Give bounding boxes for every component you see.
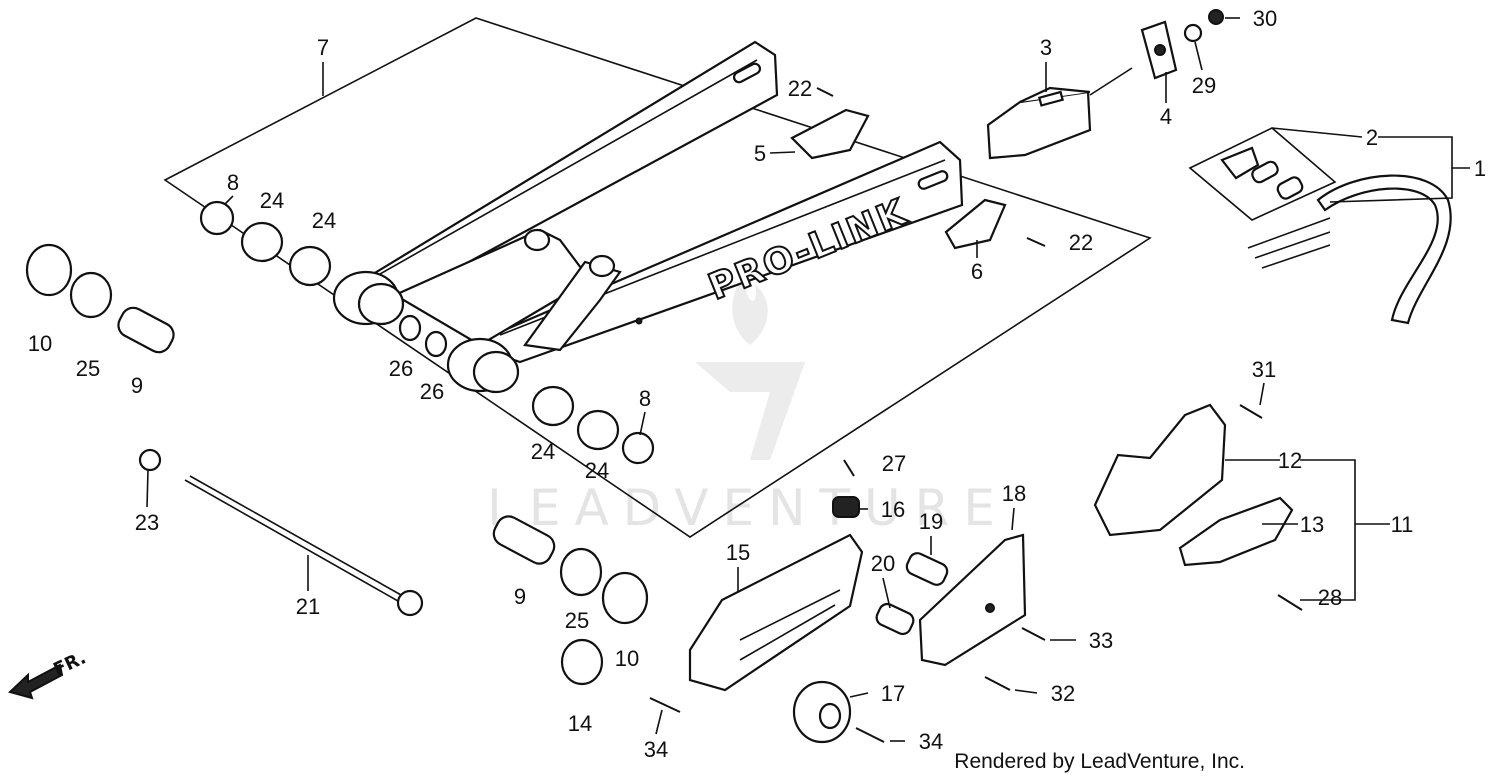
callout-c11: 11	[1391, 512, 1414, 537]
bearing-25a	[69, 271, 113, 319]
callout-c24b: 24	[312, 208, 336, 233]
collar-20	[875, 602, 915, 636]
callout-c5: 5	[754, 141, 766, 166]
pivot-nut	[138, 448, 162, 472]
callout-c6: 6	[971, 259, 983, 284]
callout-c7: 7	[317, 35, 329, 60]
callout-c25b: 25	[565, 608, 589, 633]
callout-c20: 20	[871, 551, 895, 576]
pivot-collar-9a	[117, 306, 175, 354]
guide-plate	[918, 533, 1027, 667]
callout-c25a: 25	[76, 356, 100, 381]
dust-seal-10b	[601, 571, 649, 625]
callout-c30: 30	[1253, 6, 1277, 31]
bearing-25b	[559, 547, 603, 597]
callout-c33: 33	[1089, 628, 1113, 653]
washer-26a	[398, 314, 422, 342]
bolt-33	[1021, 627, 1046, 641]
callout-c2: 2	[1366, 125, 1378, 150]
callout-c18: 18	[1002, 481, 1026, 506]
drive-chain	[1188, 127, 1452, 325]
dust-seal-10a	[25, 243, 73, 297]
bolt-34b	[855, 727, 885, 743]
bolt-31	[1239, 404, 1263, 419]
roller-14	[560, 638, 604, 686]
callout-c8a: 8	[227, 170, 239, 195]
front-direction-arrow	[8, 663, 64, 700]
guide-slider	[1178, 496, 1294, 567]
pivot-bolt	[184, 475, 411, 606]
callout-c24d: 24	[585, 458, 609, 483]
watermark-logo	[695, 272, 805, 460]
callout-c8b: 8	[639, 386, 651, 411]
callout-c23: 23	[135, 510, 159, 535]
leader-lines	[146, 17, 1470, 742]
callout-c10a: 10	[28, 331, 52, 356]
callout-c14: 14	[568, 711, 592, 736]
callout-c26b: 26	[420, 379, 444, 404]
callout-c13: 13	[1300, 512, 1324, 537]
callout-c22b: 22	[1069, 230, 1093, 255]
bushing-24d	[576, 409, 620, 451]
callout-c32: 32	[1051, 681, 1075, 706]
callout-c28: 28	[1318, 585, 1342, 610]
callout-c31: 31	[1252, 357, 1276, 382]
swingarm	[332, 40, 964, 394]
adjuster-nut	[1183, 23, 1203, 43]
bushing-24c	[531, 385, 575, 427]
callout-c27: 27	[882, 451, 906, 476]
callout-c9b: 9	[514, 584, 526, 609]
bushing-24b	[288, 245, 332, 287]
slider-rubber	[832, 496, 860, 518]
callout-c24a: 24	[260, 188, 284, 213]
bushing-24a	[240, 221, 284, 263]
callout-numbers: 1234567889910101112131415161718192021222…	[28, 6, 1486, 762]
callout-c4: 4	[1160, 104, 1172, 129]
front-label: FR.	[50, 647, 89, 680]
chain-adjuster	[986, 67, 1133, 160]
pivot-collar-9b	[492, 515, 556, 565]
bolt-32	[984, 676, 1011, 691]
screw-22a	[816, 87, 834, 97]
credit-text: Rendered by LeadVenture, Inc.	[954, 750, 1245, 773]
callout-c16: 16	[881, 497, 905, 522]
callout-c34a: 34	[644, 737, 668, 762]
callout-c3: 3	[1040, 35, 1052, 60]
screw-28	[1277, 594, 1303, 611]
screw-22b	[1026, 237, 1046, 247]
callout-c21: 21	[296, 594, 320, 619]
watermark-text: LEADVENTURE	[487, 479, 1009, 537]
callout-c34b: 34	[919, 729, 943, 754]
collar-19	[905, 552, 949, 586]
callout-c22a: 22	[788, 76, 812, 101]
chain-slider-plate-5	[790, 108, 870, 160]
pivot-cap-8b	[621, 431, 655, 465]
callout-c9a: 9	[131, 373, 143, 398]
callout-c19: 19	[919, 509, 943, 534]
callout-c1: 1	[1474, 156, 1486, 181]
pivot-cap-8a	[199, 200, 235, 236]
chain-guide	[1093, 403, 1227, 537]
callout-c17: 17	[881, 681, 905, 706]
callout-c29: 29	[1192, 73, 1216, 98]
callout-c24c: 24	[531, 439, 555, 464]
screw-27	[843, 459, 855, 477]
chain-slider-plate-6	[944, 198, 1007, 250]
callout-c12: 12	[1278, 448, 1302, 473]
lock-nut	[1208, 9, 1224, 25]
callout-c15: 15	[726, 540, 750, 565]
adjuster-plate	[1140, 20, 1178, 80]
bolt-34a	[649, 697, 681, 713]
washer-26b	[424, 330, 448, 358]
callout-c10b: 10	[615, 646, 639, 671]
chain-slider	[688, 533, 864, 692]
callout-c26a: 26	[389, 356, 413, 381]
swingarm-group-outline	[163, 17, 1152, 538]
